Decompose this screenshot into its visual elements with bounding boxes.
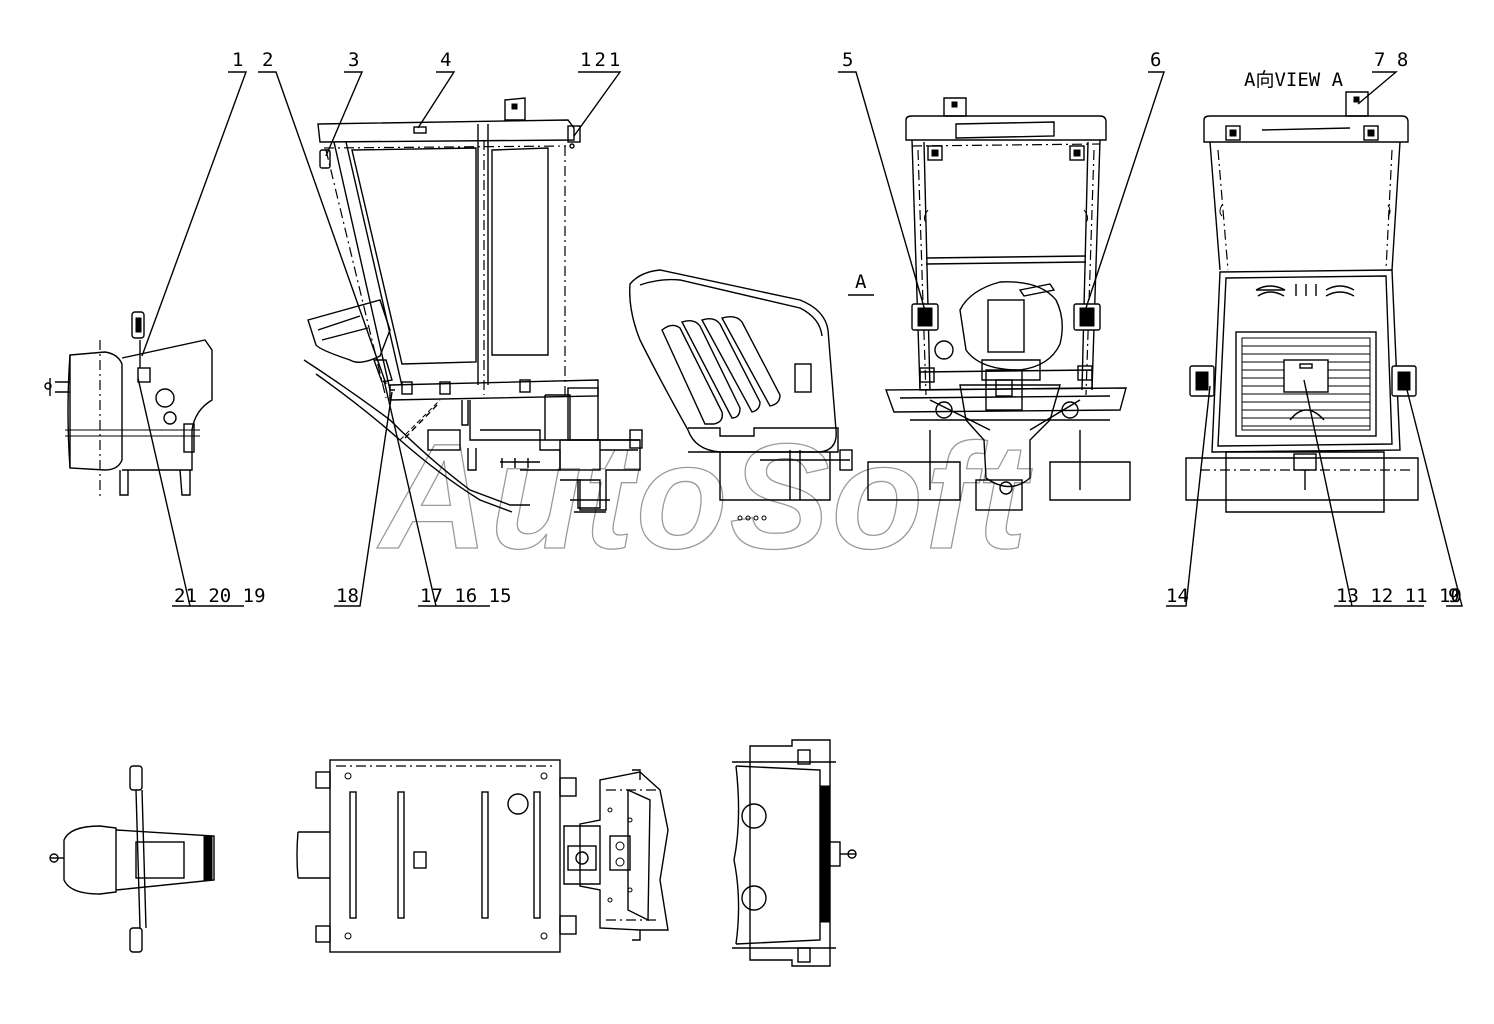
top-mirror-left-icon	[129, 765, 143, 791]
front-view	[867, 97, 1131, 511]
side-view-cab	[303, 97, 643, 513]
callout-9: 9	[1448, 585, 1459, 607]
left-mirror-icon	[131, 311, 145, 339]
callout-1: 1	[232, 49, 243, 71]
rear-view	[1185, 91, 1419, 513]
callout-18: 18	[336, 585, 359, 607]
hood-top-view	[732, 739, 857, 967]
callout-6: 6	[1150, 49, 1161, 71]
top-mirror-right-icon	[129, 927, 143, 953]
leader-lines	[137, 71, 1463, 607]
view-a-title: A向VIEW A	[1244, 69, 1344, 91]
mirror-bracket	[137, 367, 151, 383]
callout-4: 4	[440, 49, 451, 71]
left-side-view	[44, 311, 213, 498]
callout-labels: 1 2 3 4 121 5 6 A向VIEW A 7 8 21 20 19 18…	[174, 49, 1462, 607]
callout-7-8: 7 8	[1374, 49, 1408, 71]
callout-14: 14	[1166, 585, 1189, 607]
callout-13-12-11-10: 13 12 11 10	[1336, 585, 1462, 607]
left-top-view	[49, 765, 215, 953]
hood-side-view	[629, 269, 853, 521]
callout-2: 2	[262, 49, 273, 71]
radiator-grille	[1235, 331, 1377, 437]
view-marker-a: A	[855, 271, 867, 293]
callout-3: 3	[348, 49, 359, 71]
cab-floor-plate	[329, 759, 561, 953]
callout-17-16-15: 17 16 15	[420, 585, 512, 607]
callout-21-20-19: 21 20 19	[174, 585, 266, 607]
callout-121: 121	[580, 49, 623, 71]
callout-5: 5	[842, 49, 853, 71]
cab-floor-top-view	[296, 759, 669, 953]
